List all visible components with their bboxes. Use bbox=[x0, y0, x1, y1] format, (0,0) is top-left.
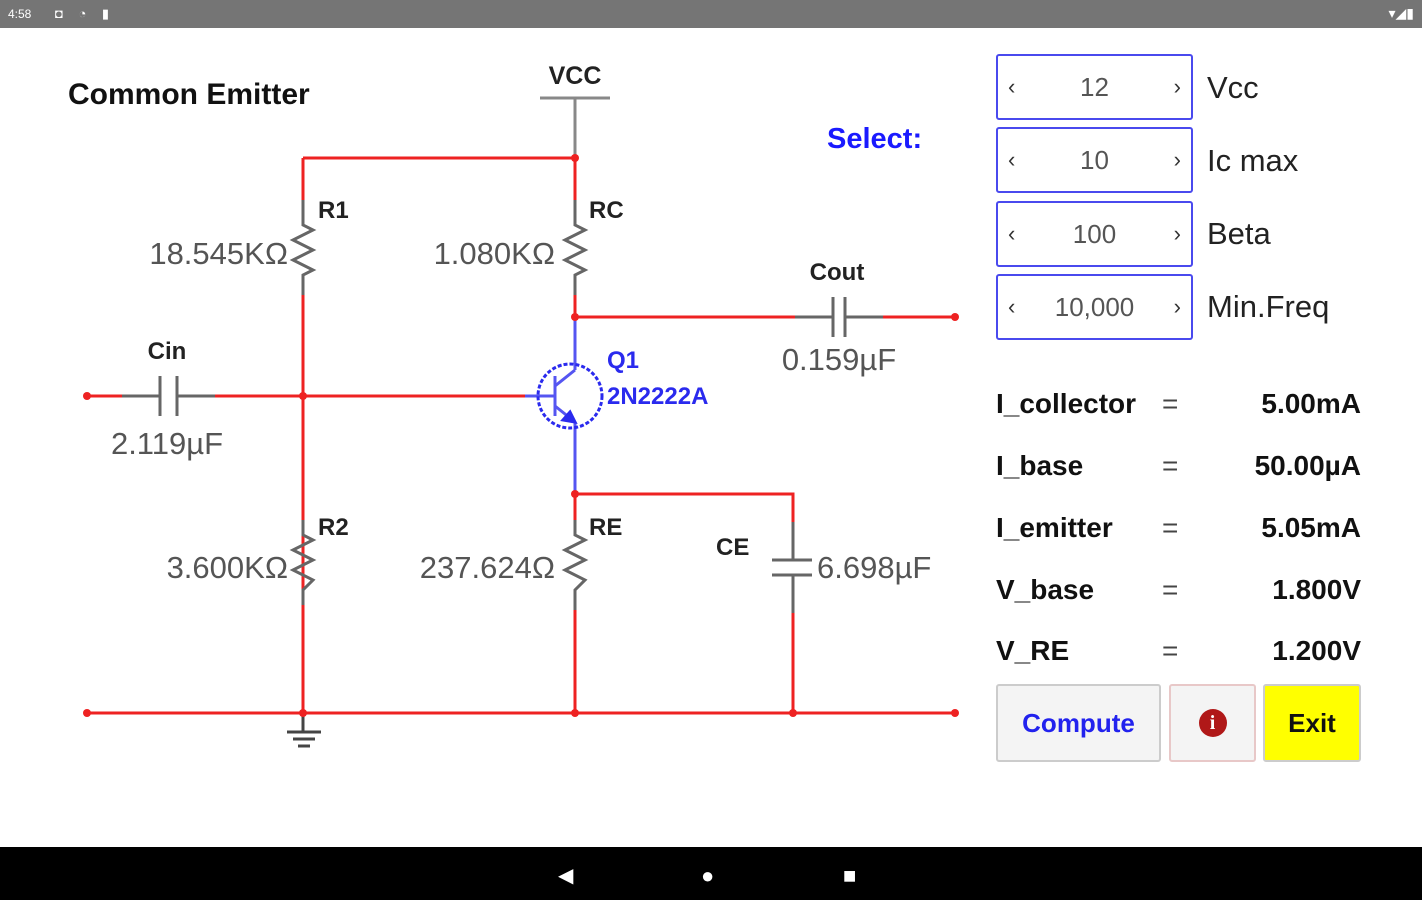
next-icon[interactable]: › bbox=[1173, 74, 1181, 99]
equals: = bbox=[1162, 388, 1179, 419]
transistor-q1 bbox=[525, 317, 604, 494]
q1-name: Q1 bbox=[607, 347, 639, 374]
re-value: 237.624Ω bbox=[420, 550, 555, 585]
stepper-value[interactable]: 12 bbox=[1080, 71, 1109, 102]
result-row: I_emitter = 5.05mA bbox=[996, 512, 1361, 552]
notification-icons: ◘ ◔ ▮ bbox=[55, 6, 116, 21]
cout-value: 0.159µF bbox=[782, 342, 896, 377]
select-label: Select: bbox=[827, 123, 923, 155]
circuit-diagram: VCC R1 18.545KΩ RC 1.080KΩ Cout 0.159µF … bbox=[83, 62, 959, 748]
result-value: 50.00µA bbox=[1254, 450, 1361, 481]
status-bar: 4:58 ◘ ◔ ▮ ▾◢▮ bbox=[0, 0, 1422, 28]
prev-icon[interactable]: ‹ bbox=[1008, 294, 1016, 319]
signal-battery-icons: ▾◢▮ bbox=[1388, 5, 1415, 21]
beta-stepper[interactable]: ‹ 100 › bbox=[996, 201, 1193, 267]
beta-label: Beta bbox=[1207, 216, 1271, 251]
result-row: V_base = 1.800V bbox=[996, 574, 1361, 614]
result-value: 1.200V bbox=[1272, 635, 1361, 666]
ce-name: CE bbox=[716, 534, 749, 561]
info-button[interactable]: i bbox=[1169, 684, 1256, 762]
result-name: I_collector bbox=[996, 388, 1137, 419]
navigation-bar: ◀ ● ■ bbox=[0, 847, 1422, 900]
result-name: V_RE bbox=[996, 635, 1070, 666]
stepper-value[interactable]: 100 bbox=[1072, 218, 1117, 249]
home-icon[interactable]: ● bbox=[701, 863, 715, 888]
exit-button[interactable]: Exit bbox=[1263, 684, 1361, 762]
compute-button[interactable]: Compute bbox=[996, 684, 1161, 762]
ic-max-stepper[interactable]: ‹ 10 › bbox=[996, 127, 1193, 193]
info-icon: i bbox=[1198, 709, 1227, 737]
ce-value: 6.698µF bbox=[817, 550, 931, 585]
re-resistor bbox=[561, 520, 589, 610]
r2-name: R2 bbox=[318, 514, 349, 541]
result-name: V_base bbox=[996, 574, 1095, 605]
r2-value: 3.600KΩ bbox=[167, 550, 288, 585]
r1-resistor bbox=[289, 200, 317, 295]
ce-capacitor bbox=[772, 522, 812, 613]
result-name: I_base bbox=[996, 450, 1084, 481]
stepper-value[interactable]: 10 bbox=[1080, 144, 1109, 175]
r1-value: 18.545KΩ bbox=[149, 236, 288, 271]
q1-part: 2N2222A bbox=[607, 383, 708, 410]
r2-resistor bbox=[289, 520, 317, 605]
min-freq-label: Min.Freq bbox=[1207, 289, 1330, 324]
re-name: RE bbox=[589, 514, 622, 541]
equals: = bbox=[1162, 512, 1179, 543]
prev-icon[interactable]: ‹ bbox=[1008, 147, 1016, 172]
rc-resistor bbox=[561, 200, 589, 295]
result-value: 1.800V bbox=[1272, 574, 1361, 605]
cout-name: Cout bbox=[810, 259, 865, 286]
next-icon[interactable]: › bbox=[1173, 294, 1181, 319]
r1-name: R1 bbox=[318, 197, 349, 224]
cin-capacitor bbox=[122, 376, 215, 416]
page-title: Common Emitter bbox=[68, 78, 310, 111]
min-freq-stepper[interactable]: ‹ 10,000 › bbox=[996, 274, 1193, 340]
equals: = bbox=[1162, 574, 1179, 605]
vcc-label: Vcc bbox=[1207, 70, 1259, 105]
back-icon[interactable]: ◀ bbox=[558, 865, 574, 887]
result-row: I_collector = 5.00mA bbox=[996, 388, 1361, 428]
junction-dots bbox=[83, 154, 959, 717]
vcc-stepper[interactable]: ‹ 12 › bbox=[996, 54, 1193, 120]
result-value: 5.00mA bbox=[1261, 388, 1361, 419]
next-icon[interactable]: › bbox=[1173, 147, 1181, 172]
rc-value: 1.080KΩ bbox=[434, 236, 555, 271]
ic-max-label: Ic max bbox=[1207, 143, 1299, 178]
prev-icon[interactable]: ‹ bbox=[1008, 74, 1016, 99]
stepper-value[interactable]: 10,000 bbox=[1054, 291, 1135, 322]
clock: 4:58 bbox=[8, 7, 32, 21]
rc-name: RC bbox=[589, 197, 624, 224]
result-value: 5.05mA bbox=[1261, 512, 1361, 543]
recents-icon[interactable]: ■ bbox=[843, 863, 857, 888]
equals: = bbox=[1162, 450, 1179, 481]
vcc-label: VCC bbox=[549, 62, 602, 90]
cin-name: Cin bbox=[148, 338, 187, 365]
prev-icon[interactable]: ‹ bbox=[1008, 221, 1016, 246]
ground-icon bbox=[287, 713, 321, 748]
cin-value: 2.119µF bbox=[111, 426, 223, 461]
next-icon[interactable]: › bbox=[1173, 221, 1181, 246]
wire bbox=[301, 156, 577, 200]
equals: = bbox=[1162, 635, 1179, 666]
cout-capacitor bbox=[795, 297, 883, 337]
result-row: I_base = 50.00µA bbox=[996, 450, 1361, 490]
result-row: V_RE = 1.200V bbox=[996, 635, 1361, 675]
result-name: I_emitter bbox=[996, 512, 1113, 543]
